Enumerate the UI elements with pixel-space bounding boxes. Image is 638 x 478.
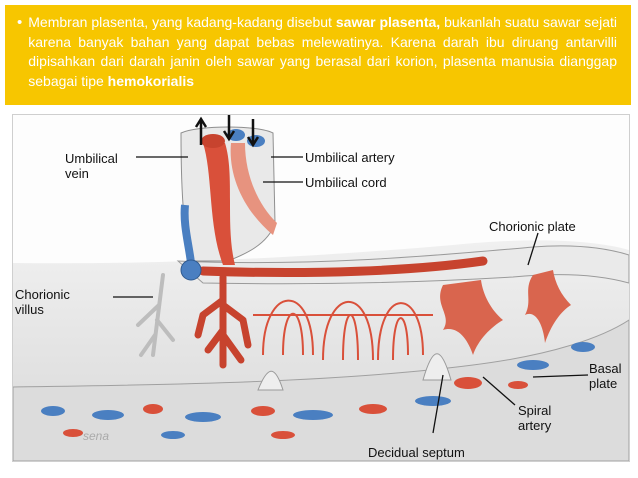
- text-part-2: bukanlah suatu sawar sejati karena banya…: [28, 14, 617, 89]
- label-umbilical-vein-line2: vein: [65, 166, 89, 181]
- basal-vessels: [41, 342, 595, 439]
- arrow-down-1: [222, 115, 236, 142]
- text-box: • Membran plasenta, yang kadang-kadang d…: [5, 5, 631, 105]
- arrow-up: [194, 116, 208, 145]
- bullet-paragraph: Membran plasenta, yang kadang-kadang dis…: [28, 13, 617, 91]
- label-umbilical-vein-line1: Umbilical: [65, 151, 118, 166]
- bullet-marker: •: [17, 14, 23, 31]
- arrow-down-2: [246, 119, 260, 148]
- villus-tree-red: [194, 273, 252, 369]
- text-bold-sawar: sawar plasenta,: [335, 14, 441, 30]
- label-spiral-artery-line2: artery: [518, 418, 552, 433]
- cord-blue-vessel: [180, 204, 195, 264]
- bullet-item: • Membran plasenta, yang kadang-kadang d…: [17, 13, 617, 91]
- septum-2: [422, 353, 452, 381]
- text-bold-hemokorialis: hemokorialis: [107, 72, 195, 89]
- villus-tree-grey: [136, 273, 175, 357]
- artery-end-1: [227, 129, 245, 141]
- umbilical-artery-shape-1: [230, 143, 277, 235]
- label-decidual-septum: Decidual septum: [368, 445, 465, 460]
- villus-tree-right: [440, 270, 571, 355]
- septum-1: [257, 370, 284, 391]
- label-spiral-artery-line1: Spiral: [518, 403, 552, 418]
- label-chorionic-villus-line2: villus: [15, 302, 44, 317]
- label-basal-plate-line2: plate: [589, 376, 618, 391]
- placenta-diagram: Umbilical vein Umbilical artery Umbilica…: [12, 114, 630, 462]
- label-umbilical-cord: Umbilical cord: [305, 175, 387, 190]
- label-umbilical-artery: Umbilical artery: [305, 150, 395, 165]
- umbilical-vein-shape: [203, 143, 235, 265]
- chorionic-vessel-blue: [180, 259, 202, 281]
- label-basal-plate-line1: Basal: [589, 361, 622, 376]
- artist-signature: sena: [83, 429, 110, 443]
- label-chorionic-villus-line1: Chorionic: [15, 287, 70, 302]
- vein-end: [201, 134, 225, 148]
- label-chorionic-plate: Chorionic plate: [489, 219, 576, 234]
- text-part-1: Membran plasenta, yang kadang-kadang dis…: [28, 14, 336, 30]
- leader-lines: [113, 156, 589, 434]
- chorionic-artery: [198, 256, 488, 278]
- intervillous-flow: [253, 299, 433, 361]
- placenta-illustration: [13, 115, 629, 461]
